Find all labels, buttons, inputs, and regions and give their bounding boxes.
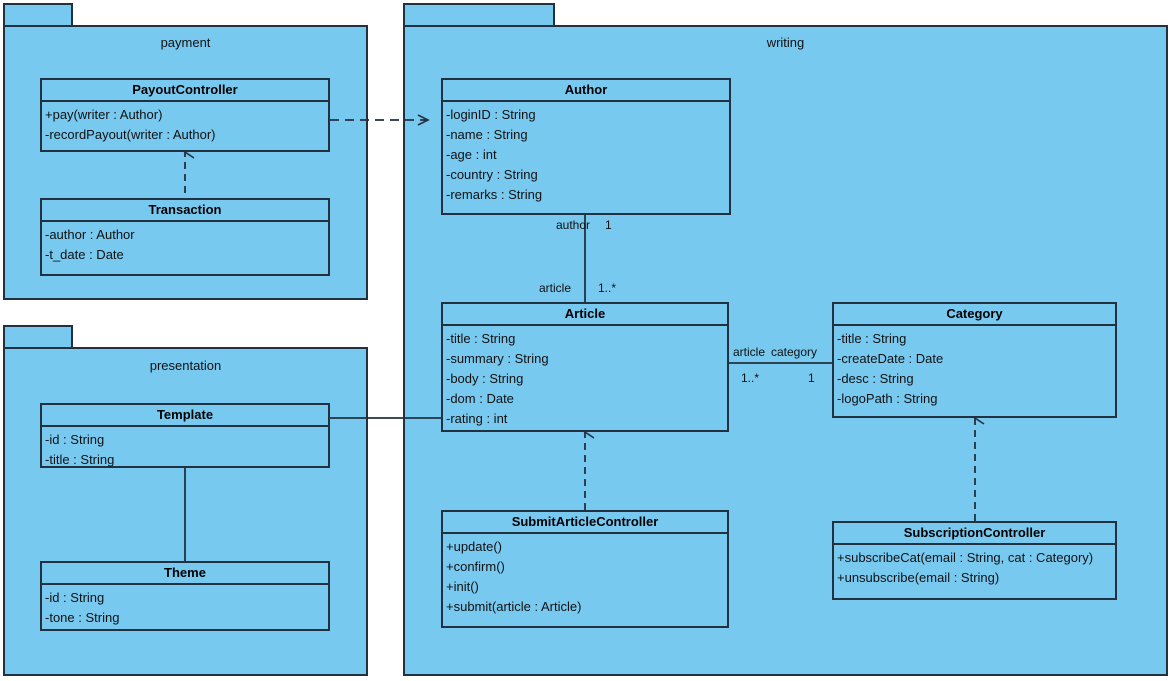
class-transaction[interactable]: Transaction -author : Author -t_date : D… — [40, 198, 330, 276]
edge-label-category-multiplicity: 1 — [808, 371, 815, 385]
class-member: -desc : String — [837, 371, 914, 386]
class-member: -tone : String — [45, 610, 120, 625]
class-member: +submit(article : Article) — [446, 599, 582, 614]
class-member: -summary : String — [446, 351, 549, 366]
class-name-article: Article — [443, 304, 727, 326]
class-submitarticlecontroller[interactable]: SubmitArticleController +update() +confi… — [441, 510, 729, 628]
edge-label-article-role: article — [539, 281, 572, 295]
class-member: -body : String — [446, 371, 524, 386]
class-name-subscriptioncontroller: SubscriptionController — [834, 523, 1115, 545]
class-name-submitarticlecontroller: SubmitArticleController — [443, 512, 727, 534]
package-label-writing: writing — [766, 35, 805, 50]
edge-label-author-multiplicity: 1 — [605, 218, 612, 232]
class-member: -remarks : String — [446, 187, 543, 202]
class-member: -id : String — [45, 432, 105, 447]
class-member: -logoPath : String — [837, 391, 938, 406]
class-members-template: -id : String -title : String — [42, 427, 328, 470]
class-member: -loginID : String — [446, 107, 536, 122]
class-name-payoutcontroller: PayoutController — [42, 80, 328, 102]
class-member: -age : int — [446, 147, 497, 162]
class-name-author: Author — [443, 80, 729, 102]
class-payoutcontroller[interactable]: PayoutController +pay(writer : Author) -… — [40, 78, 330, 152]
class-member: -rating : int — [446, 411, 508, 426]
class-category[interactable]: Category -title : String -createDate : D… — [832, 302, 1117, 418]
edge-label-article-multiplicity-2: 1..* — [741, 371, 760, 385]
package-tab-payment — [3, 3, 73, 27]
class-members-category: -title : String -createDate : Date -desc… — [834, 326, 1115, 409]
class-member: -id : String — [45, 590, 105, 605]
class-members-submitarticlecontroller: +update() +confirm() +init() +submit(art… — [443, 534, 727, 617]
class-members-payoutcontroller: +pay(writer : Author) -recordPayout(writ… — [42, 102, 328, 145]
class-author[interactable]: Author -loginID : String -name : String … — [441, 78, 731, 215]
package-label-presentation: presentation — [149, 358, 222, 373]
package-tab-presentation — [3, 325, 73, 349]
class-members-theme: -id : String -tone : String — [42, 585, 328, 628]
class-member: +unsubscribe(email : String) — [837, 570, 1000, 585]
class-member: -t_date : Date — [45, 247, 124, 262]
edge-label-article-role-2: article — [733, 345, 766, 359]
class-member: -recordPayout(writer : Author) — [45, 127, 216, 142]
class-member: -author : Author — [45, 227, 135, 242]
class-member: +init() — [446, 579, 479, 594]
class-name-transaction: Transaction — [42, 200, 328, 222]
edge-label-author-role: author — [556, 218, 591, 232]
class-member: -dom : Date — [446, 391, 514, 406]
class-members-article: -title : String -summary : String -body … — [443, 326, 727, 429]
class-article[interactable]: Article -title : String -summary : Strin… — [441, 302, 729, 432]
class-theme[interactable]: Theme -id : String -tone : String — [40, 561, 330, 631]
class-subscriptioncontroller[interactable]: SubscriptionController +subscribeCat(ema… — [832, 521, 1117, 600]
class-member: -country : String — [446, 167, 538, 182]
class-members-subscriptioncontroller: +subscribeCat(email : String, cat : Cate… — [834, 545, 1115, 588]
class-member: +update() — [446, 539, 503, 554]
class-member: -name : String — [446, 127, 528, 142]
class-name-category: Category — [834, 304, 1115, 326]
class-member: -title : String — [446, 331, 516, 346]
class-member: +subscribeCat(email : String, cat : Cate… — [837, 550, 1094, 565]
class-members-author: -loginID : String -name : String -age : … — [443, 102, 729, 205]
package-tab-writing — [403, 3, 555, 27]
class-member: +pay(writer : Author) — [45, 107, 163, 122]
class-member: -title : String — [45, 452, 115, 467]
package-label-payment: payment — [160, 35, 211, 50]
class-members-transaction: -author : Author -t_date : Date — [42, 222, 328, 265]
class-member: -createDate : Date — [837, 351, 944, 366]
class-name-theme: Theme — [42, 563, 328, 585]
edge-label-article-multiplicity: 1..* — [598, 281, 617, 295]
edge-label-category-role: category — [771, 345, 818, 359]
class-member: -title : String — [837, 331, 907, 346]
class-name-template: Template — [42, 405, 328, 427]
class-template[interactable]: Template -id : String -title : String — [40, 403, 330, 468]
class-member: +confirm() — [446, 559, 505, 574]
